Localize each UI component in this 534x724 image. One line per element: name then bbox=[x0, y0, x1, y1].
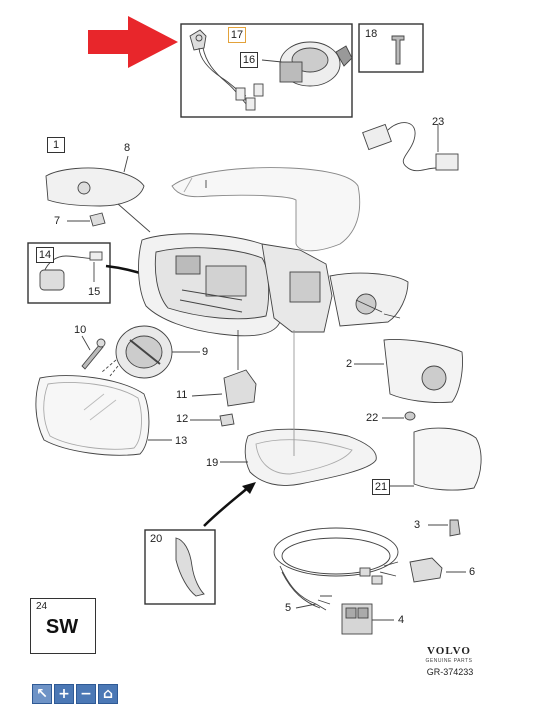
callout-20: 20 bbox=[150, 533, 163, 545]
diagram-reference: GR-374233 bbox=[426, 667, 474, 677]
callout-9: 9 bbox=[202, 346, 209, 358]
sw-badge-frame bbox=[30, 598, 96, 654]
callout-6: 6 bbox=[469, 566, 476, 578]
part-frame-14 bbox=[27, 242, 111, 304]
red-pointer-arrow bbox=[88, 16, 178, 68]
callout-13: 13 bbox=[175, 435, 188, 447]
home-icon: ⌂ bbox=[102, 686, 114, 702]
callout-24: 24 bbox=[36, 601, 48, 612]
callout-3: 3 bbox=[414, 519, 421, 531]
part-group-frame-16-17 bbox=[180, 23, 353, 118]
callout-21: 21 bbox=[372, 479, 390, 495]
pointer-button[interactable]: ↖ bbox=[32, 684, 52, 704]
zoom-out-button[interactable]: − bbox=[76, 684, 96, 704]
callout-7: 7 bbox=[54, 215, 61, 227]
part-frame-18 bbox=[358, 23, 424, 73]
part-frame-20 bbox=[144, 529, 216, 605]
callout-2: 2 bbox=[346, 358, 353, 370]
callout-14: 14 bbox=[36, 247, 54, 263]
callout-8: 8 bbox=[124, 142, 131, 154]
zoom-in-icon: + bbox=[58, 686, 70, 702]
pointer-icon: ↖ bbox=[36, 686, 48, 702]
callout-1: 1 bbox=[47, 137, 65, 153]
callout-23: 23 bbox=[432, 116, 445, 128]
callout-12: 12 bbox=[176, 413, 189, 425]
callout-16: 16 bbox=[240, 52, 258, 68]
callout-22: 22 bbox=[366, 412, 379, 424]
callout-19: 19 bbox=[206, 457, 219, 469]
callout-4: 4 bbox=[398, 614, 405, 626]
zoom-toolbar: ↖ + − ⌂ bbox=[32, 684, 118, 706]
brand-tagline: GENUINE PARTS bbox=[425, 658, 473, 664]
callout-17: 17 bbox=[228, 27, 246, 43]
home-button[interactable]: ⌂ bbox=[98, 684, 118, 704]
zoom-out-icon: − bbox=[80, 686, 92, 702]
callout-5: 5 bbox=[285, 602, 292, 614]
callout-11: 11 bbox=[176, 389, 188, 401]
sw-badge: SW bbox=[45, 616, 79, 638]
callout-15: 15 bbox=[88, 286, 101, 298]
zoom-in-button[interactable]: + bbox=[54, 684, 74, 704]
callout-10: 10 bbox=[74, 324, 87, 336]
callout-18: 18 bbox=[365, 28, 378, 40]
brand-logo: VOLVO bbox=[427, 645, 471, 657]
